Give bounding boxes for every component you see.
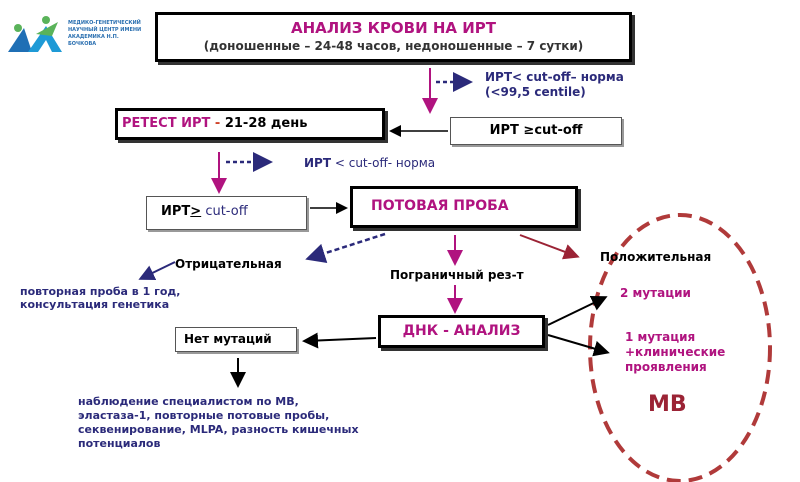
norm1-line2: (<99,5 centile) [485, 85, 586, 99]
followup-line: секвенирование, MLPA, разность кишечных [78, 423, 359, 436]
no-mutations-box: Нет мутаций [175, 327, 297, 352]
sweat-test-label: ПОТОВАЯ ПРОБА [371, 198, 509, 214]
followup-line: эластаза-1, повторные потовые пробы, [78, 409, 330, 422]
dna-box: ДНК - АНАЛИЗ [378, 315, 545, 348]
norm1-line1: ИРТ< cut-off– норма [485, 70, 624, 84]
two-mutations: 2 мутации [620, 286, 691, 300]
logo-text: МЕДИКО-ГЕНЕТИЧЕСКИЙ НАУЧНЫЙ ЦЕНТР ИМЕНИ … [68, 20, 142, 47]
sweat-test-box: ПОТОВАЯ ПРОБА [350, 186, 578, 228]
followup-line: потенциалов [78, 437, 161, 450]
irt-ge-cutoff-box: ИРТ ≥cut-off [450, 117, 622, 145]
irt-ge-cutoff-box-2: ИРТ> cut-off [146, 196, 307, 230]
irt2-prefix: ИРТ [161, 204, 191, 219]
repeat-line2: консультация генетика [20, 298, 170, 311]
logo: МЕДИКО-ГЕНЕТИЧЕСКИЙ НАУЧНЫЙ ЦЕНТР ИМЕНИ … [6, 14, 156, 54]
retest-box: РЕТЕСТ ИРТ - 21-28 день [115, 108, 385, 140]
one-mutation-line: 1 мутация [625, 330, 696, 344]
followup-text: наблюдение специалистом по МВ, эластаза-… [78, 395, 359, 451]
title-line1: АНАЛИЗ КРОВИ НА ИРТ [290, 19, 497, 37]
irt-ge-cutoff-label: ИРТ ≥cut-off [489, 123, 583, 138]
one-mutation-line: +клинические [625, 345, 726, 359]
borderline-label: Пограничный рез-т [390, 268, 524, 282]
norm2: ИРТ < cut-off- норма [304, 156, 435, 170]
retest-label: РЕТЕСТ ИРТ [122, 116, 211, 131]
title-line2: (доношенные – 24-48 часов, недоношенные … [203, 39, 584, 53]
norm2-rest: < cut-off- норма [331, 156, 436, 170]
title-box: АНАЛИЗ КРОВИ НА ИРТ (доношенные – 24-48 … [155, 12, 632, 62]
irt2-sym: > [190, 204, 202, 219]
norm2-prefix: ИРТ [304, 156, 332, 170]
repeat-line1: повторная проба в 1 год, [20, 285, 181, 298]
followup-line: наблюдение специалистом по МВ, [78, 395, 299, 408]
negative-label: Отрицательная [175, 257, 282, 271]
one-mutation: 1 мутация +клинические проявления [625, 330, 725, 375]
positive-label: Положительная [600, 250, 712, 264]
one-mutation-line: проявления [625, 360, 707, 374]
logo-mark-icon [8, 16, 62, 52]
retest-dash: - [210, 116, 225, 131]
dna-label: ДНК - АНАЛИЗ [402, 323, 521, 339]
irt2-rest: cut-off [201, 204, 248, 219]
retest-days: 21-28 день [224, 116, 308, 131]
no-mutations-label: Нет мутаций [184, 332, 272, 346]
mv-label: МВ [648, 392, 687, 417]
